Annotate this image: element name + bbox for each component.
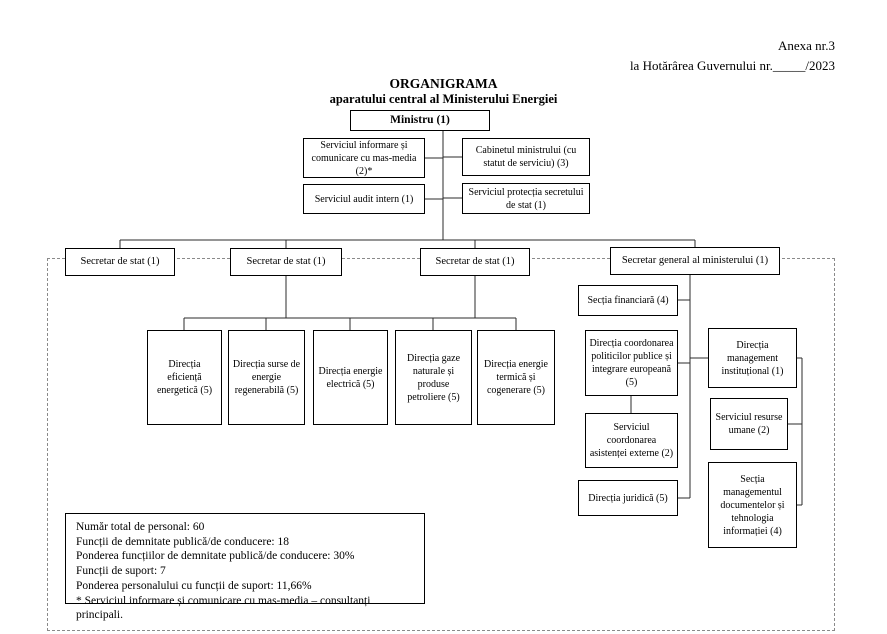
node-sectia-financiara: Secția financiară (4)	[578, 285, 678, 316]
annex-line1: Anexa nr.3	[777, 38, 835, 53]
stats-line-3: Ponderea funcțiilor de demnitate publică…	[76, 550, 355, 563]
node-serviciul-coordonare-asistenta: Serviciul coordonarea asistenței externe…	[585, 413, 678, 468]
node-directia-surse-regenerabile: Direcția surse de energie regenerabilă (…	[228, 330, 305, 425]
node-directia-coordonare-politici: Direcția coordonarea politicilor publice…	[585, 330, 678, 396]
annex-note: Anexa nr.3 la Hotărârea Guvernului nr.__…	[630, 36, 835, 76]
node-directia-gaze-naturale: Direcția gaze naturale și produse petrol…	[395, 330, 472, 425]
title-line2: aparatului central al Ministerului Energ…	[329, 92, 558, 107]
stats-line-1: Număr total de personal: 60	[76, 521, 205, 533]
node-directia-energie-electrica: Direcția energie electrică (5)	[313, 330, 388, 425]
node-serviciul-informare: Serviciul informare și comunicare cu mas…	[303, 138, 425, 178]
node-secretar-de-stat-2: Secretar de stat (1)	[230, 248, 342, 276]
node-protectia-secretului: Serviciul protecția secretului de stat (…	[462, 183, 590, 214]
node-sectia-managementul-documentelor: Secția managementul documentelor și tehn…	[708, 462, 797, 548]
stats-line-2: Funcții de demnitate publică/de conducer…	[76, 535, 289, 548]
stats-line-4: Funcții de suport: 7	[76, 565, 166, 578]
page-title: ORGANIGRAMA aparatului central al Minist…	[0, 76, 887, 107]
node-serviciul-resurse-umane: Serviciul resurse umane (2)	[710, 398, 788, 450]
personnel-stats-box: Număr total de personal: 60 Funcții de d…	[65, 513, 425, 621]
title-line1: ORGANIGRAMA	[389, 76, 498, 91]
node-cabinet-ministru: Cabinetul ministrului (cu statut de serv…	[462, 138, 590, 176]
node-ministru: Ministru (1)	[350, 110, 490, 131]
node-audit-intern: Serviciul audit intern (1)	[303, 184, 425, 214]
node-directia-management-institutional: Direcția management instituțional (1)	[708, 328, 797, 388]
stats-line-6: * Serviciul informare și comunicare cu m…	[76, 594, 371, 622]
node-secretar-de-stat-3: Secretar de stat (1)	[420, 248, 530, 276]
node-secretar-general: Secretar general al ministerului (1)	[610, 247, 780, 275]
stats-line-5: Ponderea personalului cu funcții de supo…	[76, 579, 312, 592]
node-directia-juridica: Direcția juridică (5)	[578, 480, 678, 516]
node-secretar-de-stat-1: Secretar de stat (1)	[65, 248, 175, 276]
node-directia-eficienta-energetica: Direcția eficiență energetică (5)	[147, 330, 222, 425]
node-directia-energie-termica: Direcția energie termică și cogenerare (…	[477, 330, 555, 425]
annex-line2: la Hotărârea Guvernului nr._____/2023	[629, 58, 835, 74]
